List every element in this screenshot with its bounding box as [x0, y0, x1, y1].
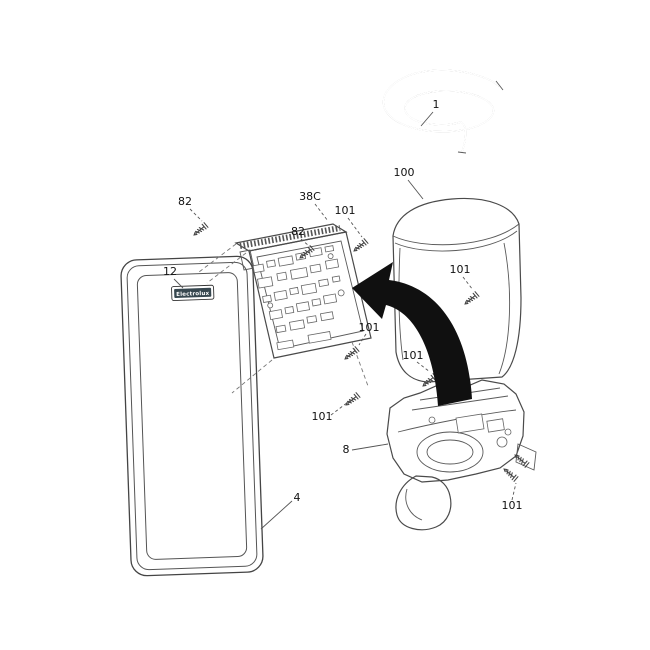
- dispenser-control-board: [234, 223, 372, 359]
- leader-line: [351, 443, 389, 451]
- leader-line: [347, 217, 363, 238]
- leader-lines: [173, 111, 517, 530]
- leader-line: [416, 361, 431, 373]
- callout-part-8: 8: [343, 443, 350, 456]
- callout-part-1: 1: [433, 98, 440, 111]
- leader-line: [511, 482, 517, 501]
- leader-line: [358, 333, 367, 346]
- water-tube-coil: [382, 69, 504, 154]
- leader-line: [260, 500, 293, 530]
- brand-badge: Electrolux: [171, 284, 215, 302]
- callout-part-38C: 38C: [299, 190, 321, 203]
- callout-part-12: 12: [163, 265, 177, 278]
- leader-line: [300, 238, 310, 247]
- leader-line: [407, 179, 424, 200]
- screw-icon: [342, 346, 360, 362]
- screw-icon: [343, 392, 361, 408]
- callout-part-101-f: 101: [502, 499, 523, 512]
- leader-line: [189, 208, 203, 222]
- badge-label: Electrolux: [176, 291, 210, 298]
- callout-part-4: 4: [294, 491, 301, 504]
- leader-line: [173, 278, 184, 289]
- screw-icon: [501, 466, 519, 482]
- leader-line: [420, 111, 434, 127]
- projection-line: [231, 359, 273, 394]
- callout-part-101-b: 101: [450, 263, 471, 276]
- screw-icon: [191, 222, 209, 238]
- pcb-components: [252, 245, 345, 351]
- leader-line: [462, 276, 474, 291]
- leader-line: [314, 203, 329, 222]
- refrigerator-door: Electrolux: [120, 255, 264, 577]
- callout-labels: 1 100 38C 82 82 101 101 101 101 101 101 …: [163, 98, 523, 512]
- callout-part-101-c: 101: [359, 321, 380, 334]
- callout-part-100: 100: [394, 166, 415, 179]
- assembly-direction-arrow: [352, 262, 472, 406]
- screw-icon: [351, 238, 369, 254]
- projection-line: [351, 341, 369, 387]
- leader-line: [330, 398, 353, 416]
- screw-icon: [512, 452, 530, 468]
- callout-part-82-a: 82: [178, 195, 192, 208]
- screw-icon: [462, 291, 480, 307]
- projection-line: [206, 252, 247, 284]
- callout-part-82-b: 82: [291, 225, 305, 238]
- callout-part-101-d: 101: [403, 349, 424, 362]
- callout-part-101-e: 101: [312, 410, 333, 423]
- projection-line: [198, 243, 237, 273]
- callout-part-101-a: 101: [335, 204, 356, 217]
